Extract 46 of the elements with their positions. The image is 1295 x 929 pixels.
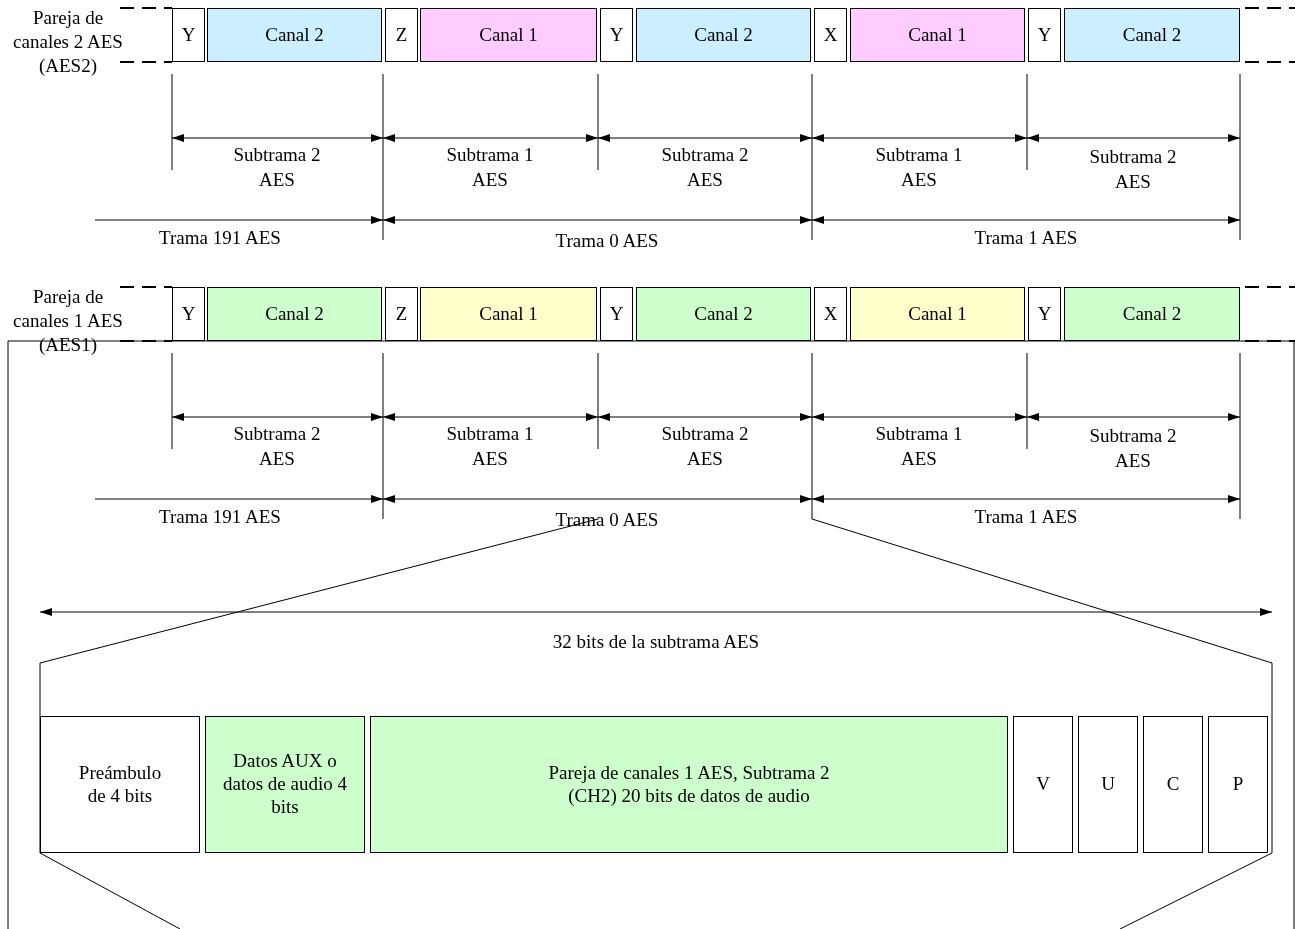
channel-block: Canal 2	[636, 8, 811, 62]
row-label: Pareja de canales 2 AES (AES2)	[12, 6, 124, 78]
dimension-label: Subtrama 2 AES	[660, 143, 750, 192]
channel-block: Canal 2	[1064, 8, 1240, 62]
dimension-label: Subtrama 2 AES	[660, 422, 750, 471]
preamble-block: Y	[172, 287, 205, 341]
bit-field-block: V	[1013, 716, 1073, 853]
channel-block: Canal 2	[636, 287, 811, 341]
bit-field-block: U	[1078, 716, 1138, 853]
channel-block: Canal 1	[420, 8, 597, 62]
bit-field-block: Preámbulo de 4 bits	[40, 716, 200, 853]
dimension-label: Subtrama 1 AES	[874, 143, 964, 192]
preamble-block: Y	[600, 287, 633, 341]
preamble-block: Y	[1028, 8, 1061, 62]
channel-block: Canal 2	[1064, 287, 1240, 341]
dimension-label: Subtrama 1 AES	[445, 422, 535, 471]
channel-block: Canal 2	[207, 287, 382, 341]
dimension-label: Subtrama 2 AES	[232, 422, 322, 471]
dimension-label: Subtrama 2 AES	[232, 143, 322, 192]
channel-block: Canal 2	[207, 8, 382, 62]
dimension-label: Trama 191 AES	[158, 505, 282, 529]
bit-field-block: Datos AUX o datos de audio 4 bits	[205, 716, 365, 853]
dimension-label: Subtrama 2 AES	[1088, 145, 1178, 194]
preamble-block: Z	[385, 8, 418, 62]
preamble-block: Y	[172, 8, 205, 62]
dimension-label: Trama 191 AES	[158, 226, 282, 250]
channel-block: Canal 1	[850, 287, 1025, 341]
preamble-block: X	[814, 287, 847, 341]
dimension-label: Trama 0 AES	[554, 229, 660, 253]
dimension-label: Subtrama 1 AES	[874, 422, 964, 471]
preamble-block: Z	[385, 287, 418, 341]
dimension-label: Subtrama 1 AES	[445, 143, 535, 192]
bit-field-block: P	[1208, 716, 1268, 853]
preamble-block: Y	[1028, 287, 1061, 341]
channel-block: Canal 1	[850, 8, 1025, 62]
dimension-label: Trama 0 AES	[554, 508, 660, 532]
dimension-label: 32 bits de la subtrama AES	[551, 630, 761, 654]
bit-field-block: C	[1143, 716, 1203, 853]
bit-field-block: Pareja de canales 1 AES, Subtrama 2 (CH2) 20 bits de datos de audio	[370, 716, 1008, 853]
row-label: Pareja de canales 1 AES (AES1)	[12, 285, 124, 357]
dimension-label: Trama 1 AES	[973, 505, 1079, 529]
preamble-block: Y	[600, 8, 633, 62]
dimension-label: Trama 1 AES	[973, 226, 1079, 250]
preamble-block: X	[814, 8, 847, 62]
dimension-label: Subtrama 2 AES	[1088, 424, 1178, 473]
channel-block: Canal 1	[420, 287, 597, 341]
